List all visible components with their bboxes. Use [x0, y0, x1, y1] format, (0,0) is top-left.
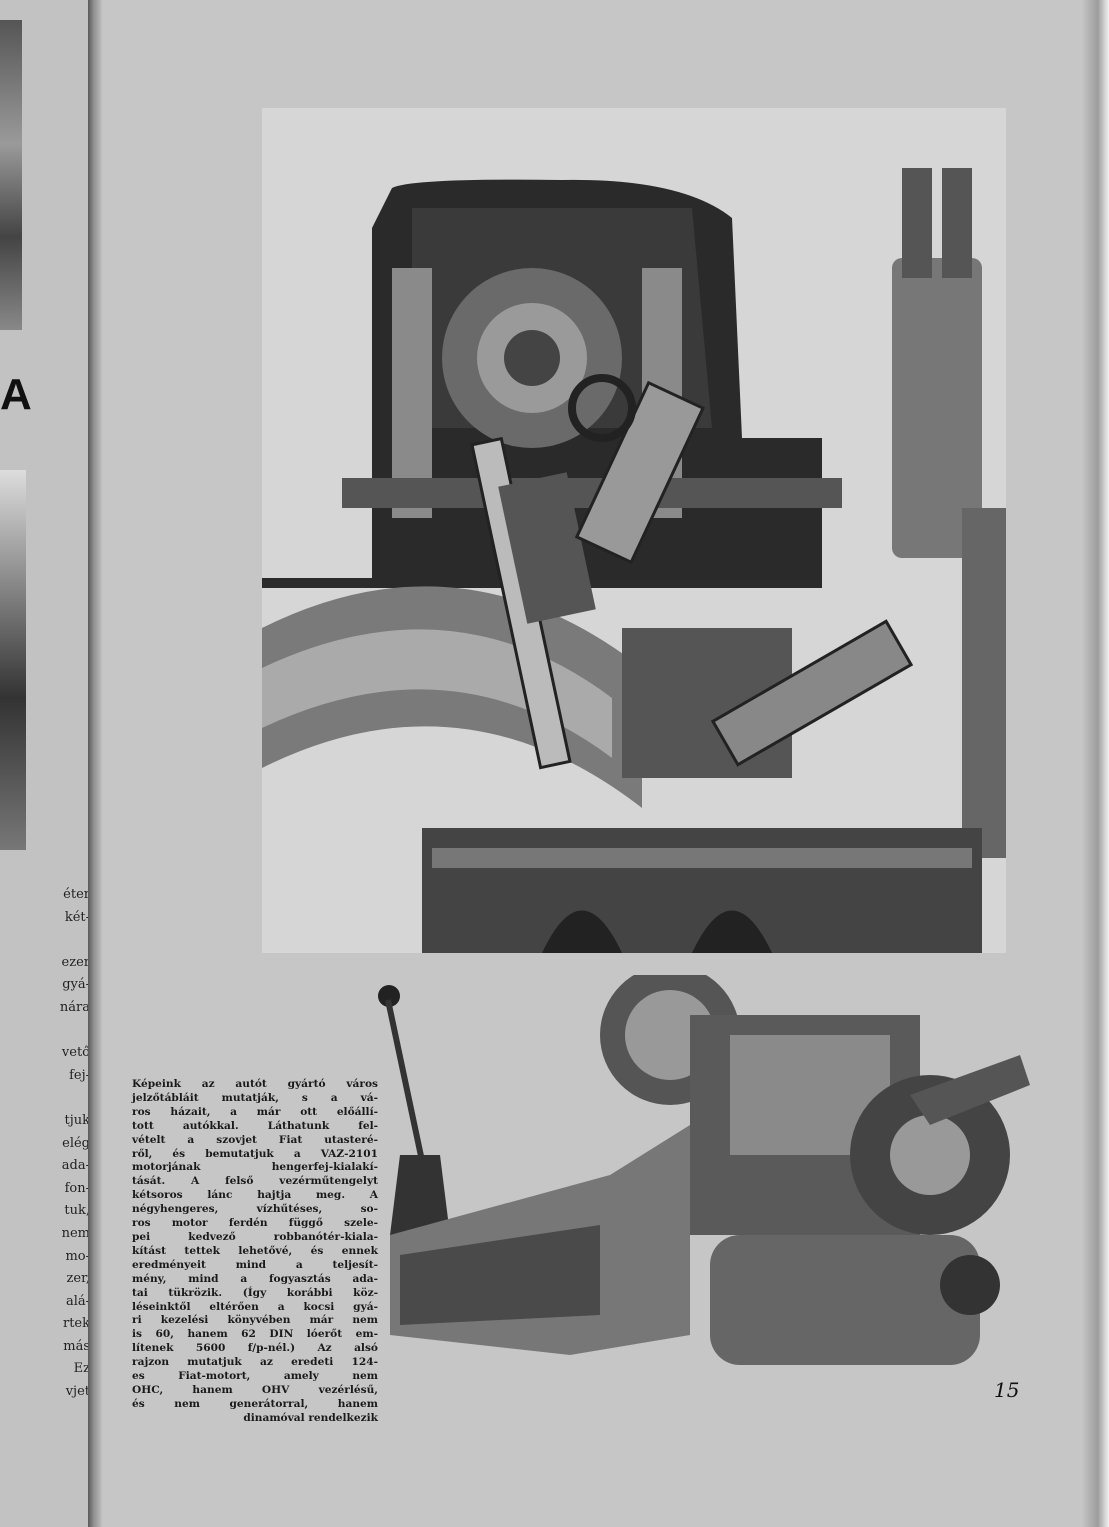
caption-line: négyhengeres, vízhűtéses, so- [132, 1203, 378, 1216]
previous-page-edge: A éter két-ezer gyá-nára vető fej-tjuk elég ad… [0, 0, 92, 1527]
previous-page-text: éter két-ezer gyá-nára vető fej-tjuk elég ada-… [0, 884, 90, 1404]
caption-line: ről, és bemutatjuk a VAZ-2101 [132, 1147, 378, 1160]
book-gutter [88, 0, 102, 1527]
caption-line: mény, mind a fogyasztás ada- [132, 1272, 378, 1285]
previous-page-text-line: elég [62, 1135, 90, 1151]
page-number: 15 [994, 1378, 1020, 1402]
previous-page-text-line [0, 1020, 90, 1043]
previous-page-heading: A [0, 370, 32, 419]
caption-line: ri kezelési könyvében már nem [132, 1314, 378, 1327]
caption-line: OHC, hanem OHV vezérlésű, [132, 1383, 378, 1396]
previous-page-text-line: nára [59, 999, 90, 1015]
previous-page-text-line: két- [64, 909, 90, 925]
caption-line: jelzőtábláit mutatják, s a vá- [132, 1091, 378, 1104]
caption-line: tai tükrözik. (Így korábbi köz- [132, 1286, 378, 1299]
caption-line: Képeink az autót gyártó város [132, 1078, 378, 1090]
caption-line: tását. A felső vezérműtengelyt [132, 1175, 378, 1188]
previous-page-text-line: tuk, [64, 1203, 90, 1219]
previous-page-text-line: fon- [64, 1180, 90, 1196]
caption-line: kítást tettek lehetővé, és ennek [132, 1244, 378, 1257]
caption-line: ros házait, a már ott előállí- [132, 1105, 378, 1118]
previous-page-text-line: ada- [61, 1158, 90, 1174]
caption-line: kétsoros lánc hajtja meg. A [132, 1189, 378, 1202]
page-edge [1081, 0, 1109, 1527]
previous-page-text-line [0, 929, 90, 952]
caption-line: eredményeit mind a teljesít- [132, 1258, 378, 1271]
previous-page-text-line: rtek [62, 1316, 90, 1332]
previous-page-text-line: éter [63, 887, 90, 902]
previous-page-text-line: mo- [65, 1248, 90, 1264]
previous-page-text-line: vjet [65, 1384, 90, 1400]
previous-page-text-line [0, 1087, 90, 1110]
fiat-124-engine-illustration [370, 965, 1045, 1395]
previous-page-text-line: vető [61, 1045, 90, 1061]
previous-page-text-line: gyá- [62, 977, 90, 993]
previous-page-photo [0, 470, 26, 850]
previous-page-text-line: ezer [61, 954, 90, 970]
caption-line: lítenek 5600 f/p-nél.) Az alsó [132, 1342, 378, 1355]
previous-page-text-line: más [63, 1338, 90, 1354]
previous-page-text-line: zer, [66, 1271, 90, 1287]
previous-page-text-line: tjuk [64, 1112, 90, 1128]
caption-line: léseinktől eltérően a kocsi gyá- [132, 1300, 378, 1313]
previous-page-text-line: fej- [69, 1067, 90, 1083]
caption-line: vételt a szovjet Fiat utasteré- [132, 1133, 378, 1146]
caption-line: tott autókkal. Láthatunk fel- [132, 1119, 378, 1132]
caption-line: motorjának hengerfej-kialakí- [132, 1161, 378, 1174]
cylinder-head-cutaway-illustration [262, 108, 1006, 953]
previous-page-text-line: alá- [65, 1293, 90, 1309]
previous-page-text-line: Ez [73, 1361, 90, 1377]
caption-line: is 60, hanem 62 DIN lóerőt em- [132, 1328, 378, 1341]
caption-line: dinamóval rendelkezik [243, 1411, 378, 1424]
caption-line: és nem generátorral, hanem [132, 1397, 378, 1410]
caption-line: ros motor ferdén függő szele- [132, 1217, 378, 1230]
previous-page-text-line: nem [61, 1225, 90, 1241]
caption-line: es Fiat-motort, amely nem [132, 1370, 378, 1383]
caption-line: pei kedvező robbanótér-kiala- [132, 1230, 378, 1243]
previous-page-photo [0, 20, 22, 330]
caption-line: rajzon mutatjuk az eredeti 124- [132, 1356, 378, 1369]
